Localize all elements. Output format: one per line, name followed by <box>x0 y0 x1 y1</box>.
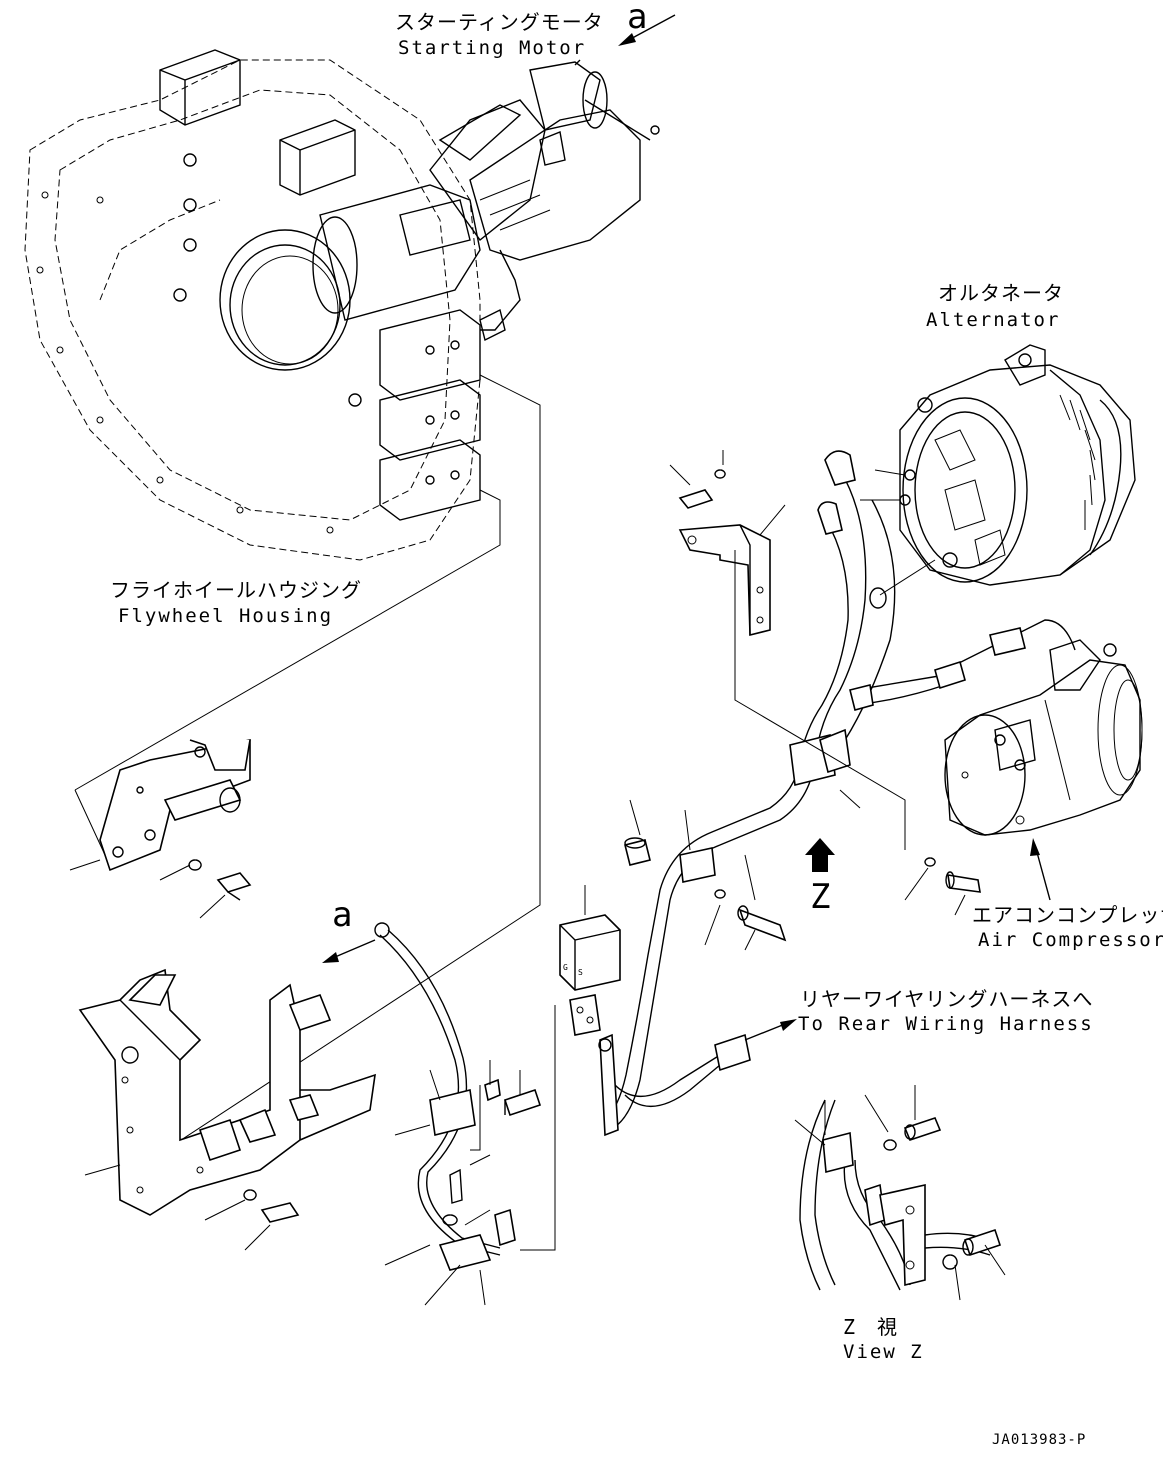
compressor-hardware <box>904 838 1051 916</box>
relay-mark-g: G <box>563 963 568 972</box>
view-z-label-en: View Z <box>843 1341 924 1363</box>
alternator-label-jp: オルタネータ <box>938 281 1064 305</box>
up-arrow-icon <box>805 838 835 872</box>
view-z-label-jp: Z 視 <box>843 1315 899 1339</box>
main-harness <box>598 450 1076 1137</box>
center-bracket <box>669 450 906 850</box>
starting-motor-label-jp: スターティングモータ <box>395 10 604 34</box>
view-marker-z: Z <box>810 877 831 917</box>
rear-harness-label-en: To Rear Wiring Harness <box>798 1013 1094 1035</box>
starting-motor <box>312 59 660 342</box>
drawing-code: JA013983-P <box>992 1432 1087 1448</box>
view-arrow-top <box>618 14 676 46</box>
flywheel-housing <box>24 49 481 561</box>
view-marker-a-top: a <box>627 0 648 37</box>
flywheel-housing-label-en: Flywheel Housing <box>118 605 334 627</box>
relay-mark-s: S <box>578 968 583 977</box>
cable-lower-left <box>374 922 542 1306</box>
relay: G S <box>520 885 621 1251</box>
view-arrow-bottom <box>322 939 376 963</box>
rear-harness-label-jp: リヤーワイヤリングハーネスへ <box>800 987 1094 1011</box>
center-hardware <box>624 789 861 951</box>
alternator <box>860 344 1136 609</box>
starting-motor-label-en: Starting Motor <box>398 37 587 59</box>
flywheel-housing-label-jp: フライホイールハウジング <box>110 578 362 602</box>
alternator-label-en: Alternator <box>926 309 1061 331</box>
air-compressor <box>944 639 1143 836</box>
air-compressor-label-en: Air Compressor <box>978 929 1163 951</box>
rear-harness-arrow <box>744 1019 797 1041</box>
leader-lines-housing <box>74 374 541 1181</box>
air-compressor-label-jp: エアコンコンプレッサ <box>972 903 1163 927</box>
upper-bracket <box>69 739 252 919</box>
mount-plate <box>78 968 376 1251</box>
view-marker-a-bottom: a <box>332 895 353 935</box>
view-z-detail <box>794 1085 1006 1301</box>
